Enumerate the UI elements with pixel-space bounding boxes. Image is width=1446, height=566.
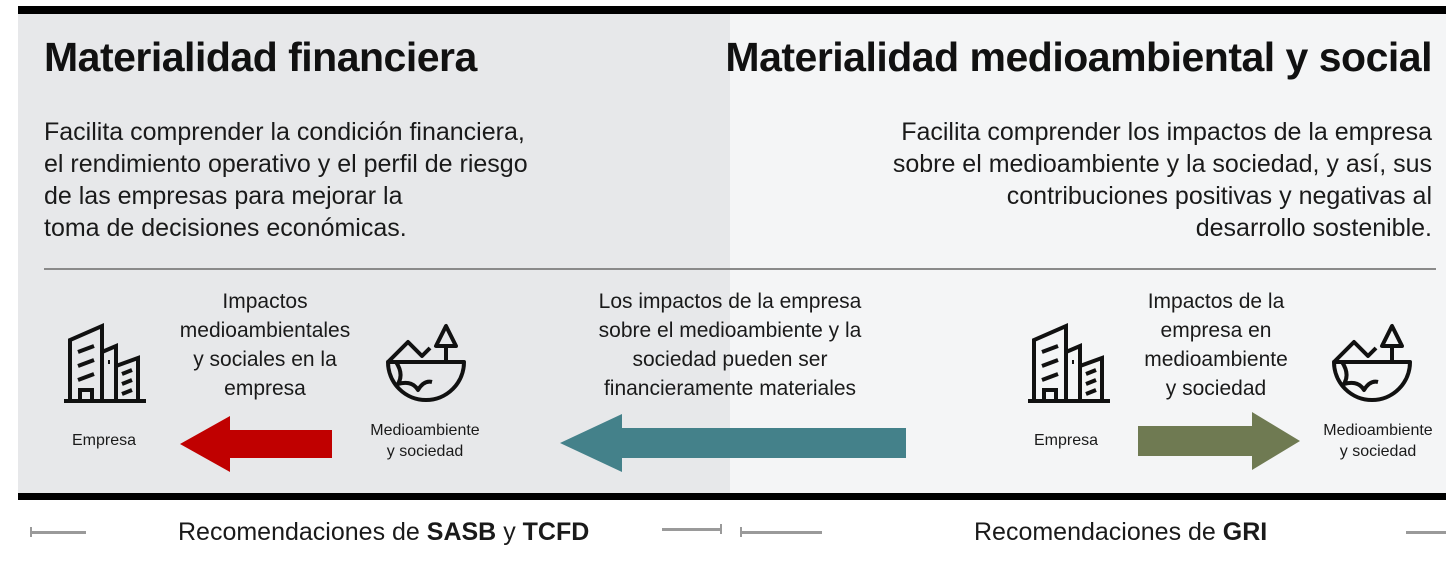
impacts-on-company-text: Impactos medioambientales y sociales en … xyxy=(179,290,351,400)
financially-material-impacts-text: Los impactos de la empresa sobre el medi… xyxy=(598,290,862,400)
environmental-description: Facilita comprender los impactos de la e… xyxy=(892,118,1432,242)
building-icon xyxy=(64,322,146,403)
bottom-border xyxy=(18,493,1446,500)
sasb-tcfd-recommendations: Recomendaciones de SASB y TCFD xyxy=(178,518,590,546)
rule-cap xyxy=(30,527,32,537)
environmental-panel-background xyxy=(730,14,1446,494)
rule-cap xyxy=(720,524,722,534)
financial-materiality-title: Materialidad financiera xyxy=(44,34,477,80)
environment-label: Medioambiente y sociedad xyxy=(1323,422,1433,460)
recommendation-rule xyxy=(662,528,722,531)
top-border xyxy=(18,6,1446,14)
red-left-arrow xyxy=(180,416,332,472)
financial-description: Facilita comprender la condición financi… xyxy=(44,118,528,242)
environment-label: Medioambiente y sociedad xyxy=(370,422,480,460)
teal-left-arrow xyxy=(560,414,906,472)
environment-icon xyxy=(1332,324,1412,402)
gri-recommendations: Recomendaciones de GRI xyxy=(974,518,1268,546)
building-icon xyxy=(1028,322,1110,403)
financial-panel-background xyxy=(18,14,730,494)
company-label: Empresa xyxy=(1033,432,1099,449)
olive-right-arrow xyxy=(1138,412,1300,470)
recommendation-rule xyxy=(30,531,86,534)
recommendation-rule xyxy=(740,531,822,534)
environmental-materiality-title: Materialidad medioambiental y social xyxy=(725,34,1432,80)
company-label: Empresa xyxy=(71,432,137,449)
environment-icon xyxy=(386,324,466,402)
rule-cap xyxy=(740,527,742,537)
section-divider xyxy=(44,268,1436,270)
recommendation-rule xyxy=(1406,531,1446,534)
company-impacts-text: Impactos de la empresa en medioambiente … xyxy=(1144,290,1288,400)
